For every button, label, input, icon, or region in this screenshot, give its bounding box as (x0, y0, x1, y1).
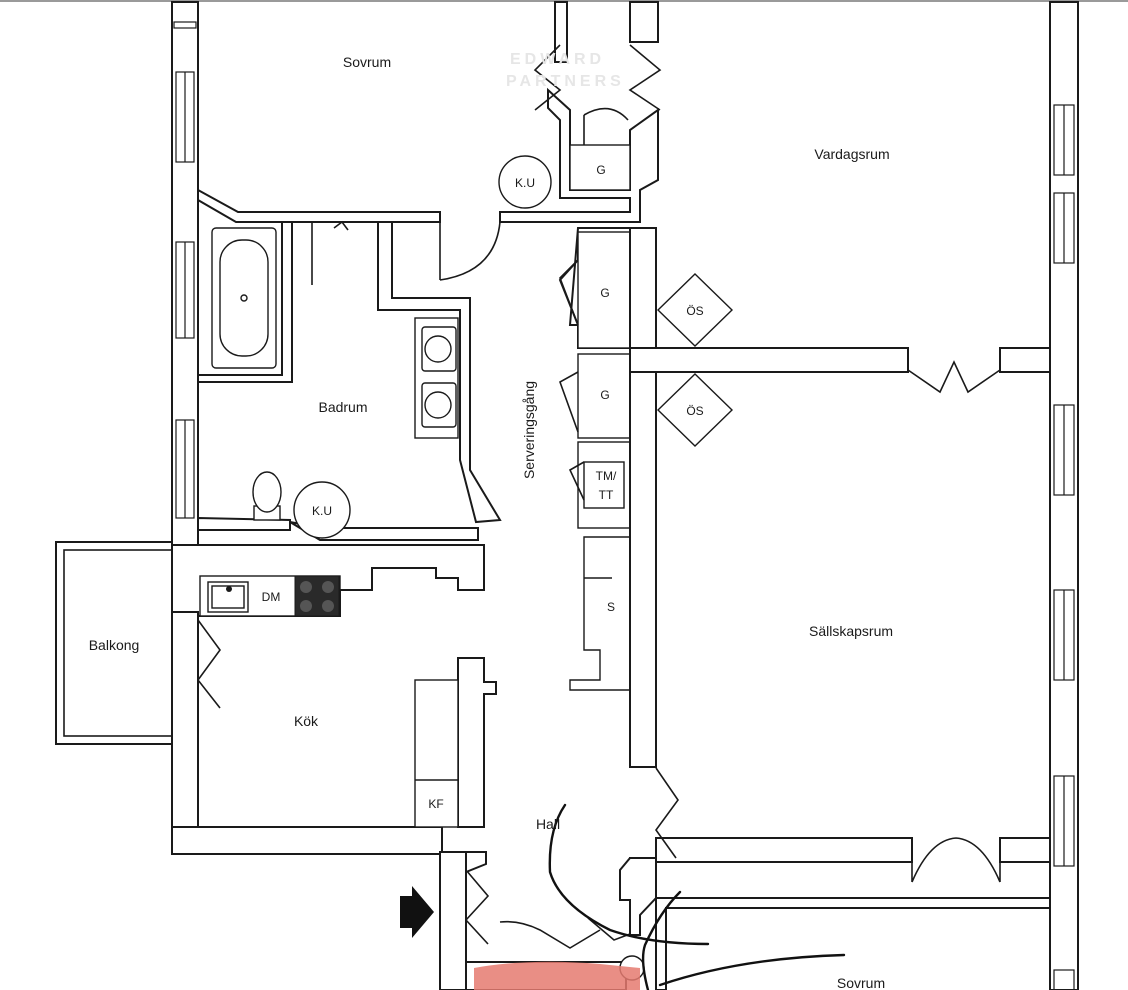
fixture-label-dm: DM (262, 590, 281, 604)
fixture-label-ku-bath: K.U (312, 504, 332, 518)
fixture-label-g-mid2: G (600, 388, 609, 402)
laundry-bath-circle (293, 481, 351, 539)
salon-door (655, 767, 679, 859)
shower (311, 220, 349, 285)
balcony (55, 541, 173, 745)
fixture-label-tm-1: TM/ (596, 469, 617, 483)
room-label-sovrum-top: Sovrum (343, 54, 391, 70)
room-label-badrum: Badrum (318, 399, 367, 415)
fixture-label-kf: KF (428, 797, 443, 811)
right-windows (1053, 104, 1075, 990)
door-swing-upper (439, 221, 501, 281)
highlight-area (474, 961, 640, 990)
room-label-sallskapsrum: Sällskapsrum (809, 623, 893, 639)
left-windows (173, 21, 197, 519)
bedroom-top-walls (197, 1, 659, 223)
room-label-balkong: Balkong (89, 637, 140, 653)
room-label-sovrum-bottom: Sovrum (837, 975, 885, 990)
fixture-label-g-top: G (596, 163, 605, 177)
room-label-vardagsrum: Vardagsrum (814, 146, 889, 162)
heater-shafts (656, 273, 734, 447)
kitchen-counter (199, 575, 341, 617)
fixture-label-g-mid1: G (600, 286, 609, 300)
room-label-serveringsgang: Serveringsgång (521, 381, 537, 479)
balcony-door (196, 619, 221, 709)
washbasins (414, 317, 459, 439)
fixture-label-s: S (607, 600, 615, 614)
scribbles (548, 803, 846, 990)
watermark-line2: PARTNERS (506, 73, 625, 90)
room-label-hall: Hall (536, 816, 560, 832)
fixture-label-os-1: ÖS (686, 304, 703, 318)
room-label-kok: Kök (294, 713, 319, 729)
bathtub (211, 227, 277, 369)
fixture-label-ku-top: K.U (515, 176, 535, 190)
closet-top (569, 144, 631, 191)
entrance-arrow-icon (400, 886, 434, 938)
laundry-top-circle (498, 155, 552, 209)
toilet (252, 471, 282, 521)
salon-bottom-double-door (911, 837, 1001, 883)
living-double-door (907, 360, 1001, 394)
watermark-line1: EDWARD (510, 51, 605, 68)
kitchen-cabinets (414, 679, 459, 828)
fixture-label-tm-2: TT (599, 488, 614, 502)
fixture-label-os-2: ÖS (686, 404, 703, 418)
